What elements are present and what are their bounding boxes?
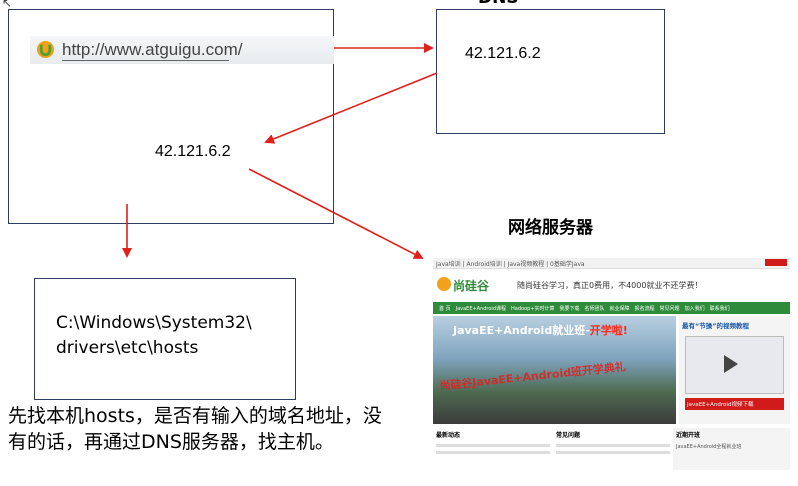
site-nav-item-10[interactable]: 联系我们 [709,305,730,312]
site-banner: JavaEE+Android就业班-开学啦! 尚硅谷JavaEE+Android… [433,316,676,424]
site-bottom-right: 近期开班 JavaEE+Android全程就业班 [673,428,790,470]
site-banner-photo-caption: 尚硅谷JavaEE+Android班开学典礼 [438,360,627,393]
site-bottom-right-item: JavaEE+Android全程就业班 [676,444,742,450]
site-bottom-mid-title: 常见问题 [556,432,581,439]
arrow-dns-to-client [264,72,438,144]
site-nav: 首 页 JavaEE+Android课程 Hadoop+实时计算 我要下载 名师… [433,302,790,314]
site-banner-title: JavaEE+Android就业班- [453,324,590,337]
site-top-button[interactable] [765,259,787,266]
site-top-links[interactable]: Java培训 | Android培训 | Java视频教程 | 0基础学Java [436,261,585,268]
placeholder-line [556,444,670,447]
site-nav-item-7[interactable]: 报名流程 [634,305,655,312]
site-banner-title-wrap: JavaEE+Android就业班-开学啦! [453,322,628,338]
hosts-box [34,278,296,400]
site-nav-item-6[interactable]: 就业保障 [609,305,630,312]
corner-mark: ↖ [2,0,13,10]
url-text: http://www.atguigu.com/ [62,40,243,59]
site-header: 尚硅谷 随尚硅谷学习，真正0费用，不4000就业不还学费！ [433,269,790,302]
placeholder-line [556,451,670,454]
site-nav-item-1[interactable]: 首 页 [439,305,451,312]
dns-label: DNS [478,0,519,8]
site-banner-highlight: 开学啦! [589,324,628,337]
site-bottom-right-title: 近期开班 [676,432,701,439]
site-nav-item-8[interactable]: 常见问题 [659,305,680,312]
site-nav-item-3[interactable]: Hadoop+实时计算 [511,305,555,312]
hosts-path-line2: drivers\etc\hosts [56,338,199,358]
client-ip: 42.121.6.2 [155,143,231,160]
hosts-path-line1: C:\Windows\System32\ [56,313,252,333]
explanation-note: 先找本机hosts，是否有输入的域名地址，没有的话，再通过DNS服务器，找主机。 [8,405,382,453]
site-nav-item-5[interactable]: 名师团队 [584,305,605,312]
site-side-title: 最有“节操”的视频教程 [682,322,750,330]
dns-box [436,9,665,134]
site-bottom: 最新动态 常见问题 近期开班 JavaEE+Android全程就业班 [433,428,790,470]
site-side-panel: 最有“节操”的视频教程 JavaEE+Android视频下载 [679,316,790,424]
website-thumbnail: Java培训 | Android培训 | Java视频教程 | 0基础学Java… [433,258,790,470]
site-bottom-left-title: 最新动态 [436,432,461,439]
site-logo-text: 尚硅谷 [453,279,490,293]
arrow-client-to-server [248,168,424,259]
dns-ip: 42.121.6.2 [465,45,541,62]
url-underline [62,60,229,61]
site-topbar: Java培训 | Android培训 | Java视频教程 | 0基础学Java [433,258,790,269]
site-bottom-mid: 常见问题 [553,428,673,470]
hosts-path: C:\Windows\System32\ drivers\etc\hosts [56,311,252,361]
site-video-thumb[interactable] [685,336,784,394]
site-nav-item-9[interactable]: 加入我们 [684,305,705,312]
server-title: 网络服务器 [508,218,593,238]
site-nav-item-2[interactable]: JavaEE+Android课程 [455,305,506,312]
play-icon[interactable] [724,355,738,373]
site-bottom-left: 最新动态 [433,428,553,470]
site-side-button[interactable]: JavaEE+Android视频下载 [685,398,784,410]
placeholder-line [436,444,550,447]
browser-logo-icon [36,40,55,59]
site-logo-icon [437,277,451,291]
site-nav-item-4[interactable]: 我要下载 [559,305,580,312]
site-slogan: 随尚硅谷学习，真正0费用，不4000就业不还学费！ [517,281,703,290]
placeholder-line [436,451,550,454]
address-bar[interactable] [30,36,334,64]
